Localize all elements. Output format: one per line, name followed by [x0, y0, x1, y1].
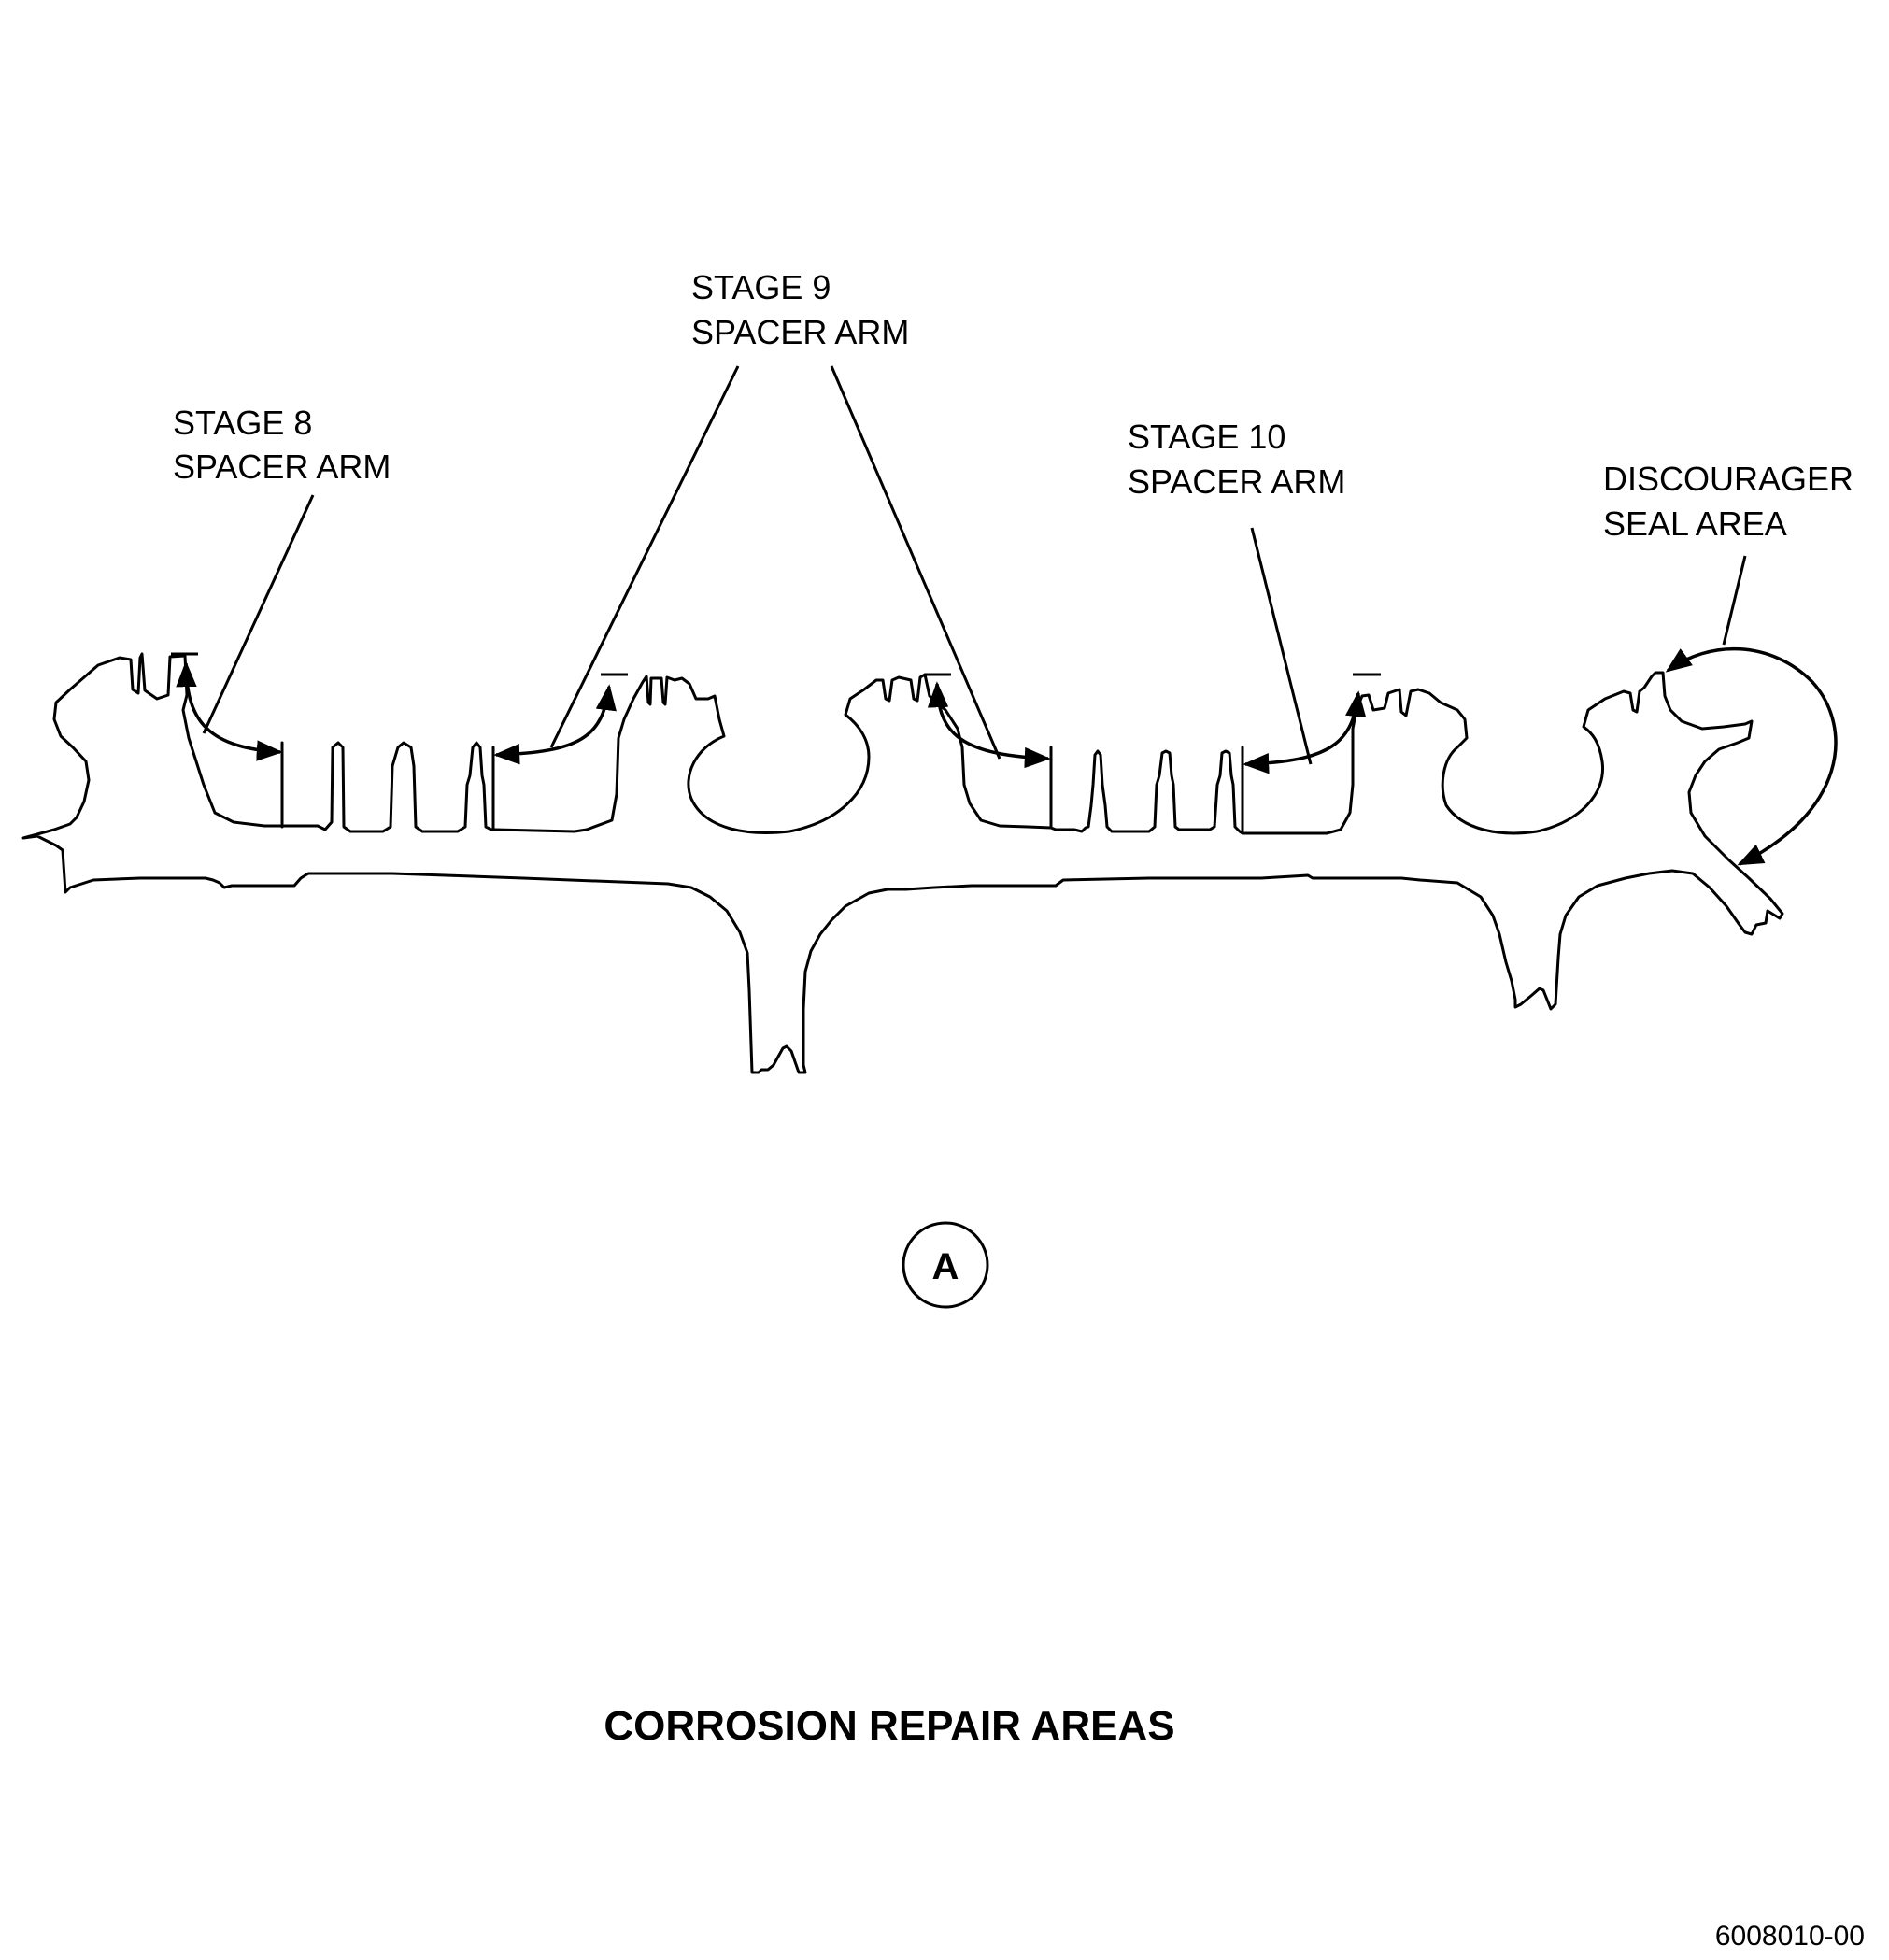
stage9-left-repair-arrow — [493, 684, 617, 765]
figure-title: CORROSION REPAIR AREAS — [604, 1703, 1174, 1749]
leader-lines — [202, 365, 1747, 765]
view-marker-letter: A — [932, 1246, 959, 1287]
stage8-leader — [202, 494, 315, 734]
figure-code: 6008010-00 — [1715, 1921, 1865, 1952]
stage9-label-line1: STAGE 9 — [691, 268, 831, 306]
stage8-label-line2: SPACER ARM — [173, 447, 391, 486]
stage10-leader — [1250, 527, 1313, 765]
stage9-right-repair-arrow — [927, 681, 1051, 769]
stage9-left-leader — [549, 365, 740, 748]
view-marker: A — [902, 1221, 989, 1309]
stage8-repair-arrow — [176, 660, 283, 761]
stage10-label-line2: SPACER ARM — [1128, 462, 1345, 501]
discourager-label-line1: DISCOURAGER — [1603, 460, 1853, 498]
stage10-label-line1: STAGE 10 — [1128, 418, 1285, 456]
stage9-right-leader — [830, 365, 1001, 760]
discourager-leader — [1722, 555, 1747, 646]
stage9-label-line2: SPACER ARM — [691, 313, 909, 351]
limit-ticks — [171, 652, 1381, 676]
discourager-label-line2: SEAL AREA — [1603, 504, 1787, 543]
spacer-arm-webs — [280, 741, 1244, 833]
repair-arrows — [176, 646, 1838, 866]
rotor-spool-outline — [21, 652, 1784, 1074]
stage8-label-line1: STAGE 8 — [173, 404, 312, 442]
callout-labels: STAGE 8 SPACER ARM STAGE 9 SPACER ARM ST… — [173, 268, 1853, 543]
stage10-repair-arrow — [1243, 690, 1367, 774]
discourager-repair-arrow — [1665, 646, 1838, 866]
